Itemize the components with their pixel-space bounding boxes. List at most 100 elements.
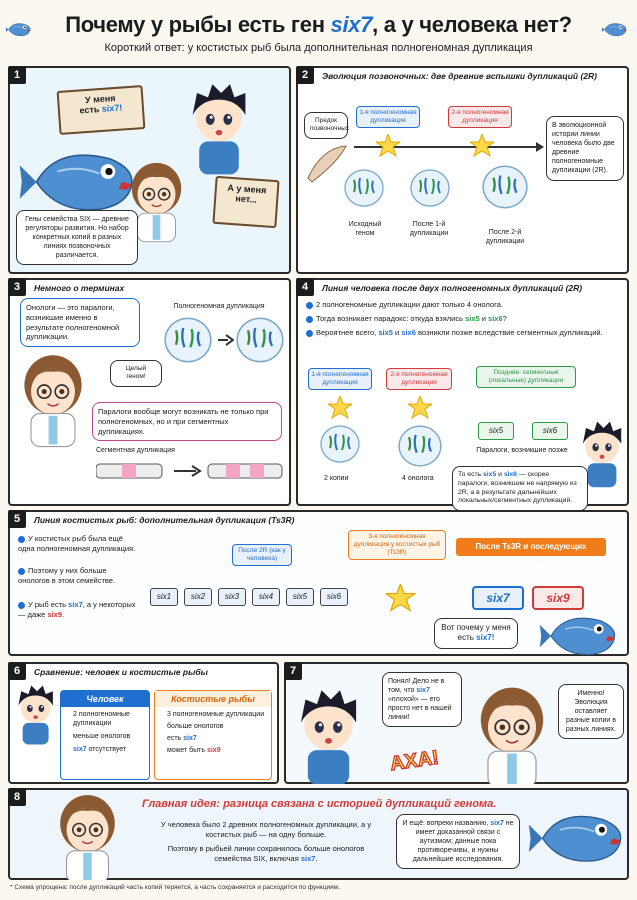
arrow-icon bbox=[218, 334, 234, 346]
gene-six5: six5 bbox=[286, 588, 314, 606]
fish-fact: есть six7 bbox=[167, 735, 197, 743]
six7-gene: six7 bbox=[472, 586, 524, 610]
six9-gene: six9 bbox=[532, 586, 584, 610]
burst-icon bbox=[386, 584, 416, 612]
header: Почему у рыбы есть ген six7, а у человек… bbox=[8, 6, 629, 66]
burst-icon bbox=[328, 396, 352, 419]
ancestor-icon bbox=[307, 145, 347, 183]
human-fact: 2 полногеномные дупликации bbox=[73, 711, 130, 728]
gene-six3: six3 bbox=[218, 588, 246, 606]
burst-icon bbox=[470, 134, 494, 157]
cell-icon bbox=[410, 169, 450, 207]
panel-8: 8 Главная идея: разница связана с истори… bbox=[8, 788, 629, 880]
girl-bubble: Именно!Эволюция оставляет разные копии в… bbox=[558, 684, 624, 740]
main-idea-line-2: Поэтому в рыбьей линии сохранилось больш… bbox=[167, 844, 365, 863]
panel-7: 7 Понял! Дело не в том, что six7 «плохой… bbox=[284, 662, 629, 784]
paralog-conclusion: То есть six5 и six6 — скорее паралоги, в… bbox=[452, 466, 588, 512]
panel-5: 5 Линия костистых рыб: дополнительная ду… bbox=[8, 510, 629, 656]
segmental-label: Сегментная дупликация bbox=[96, 447, 175, 454]
main-idea-headline: Главная идея: разница связана с историей… bbox=[142, 798, 497, 810]
bullet-2: Тогда возникает парадокс: откуда взялись… bbox=[306, 314, 624, 324]
fish-illustration bbox=[18, 154, 133, 211]
ts3r-label: 3-я полногеномная дупликация у костистых… bbox=[348, 530, 446, 561]
paralog-note: Паралоги вообще могут возникать не тольк… bbox=[92, 402, 282, 442]
human-header: Человек bbox=[61, 691, 149, 707]
boy-illustration bbox=[18, 685, 53, 745]
genome-icon bbox=[164, 317, 213, 363]
d1-label: 1-я полногеномная дупликация bbox=[308, 368, 372, 391]
autism-note: И ещё: вопреки названию, six7 не имеет д… bbox=[396, 814, 520, 870]
boy-illustration bbox=[300, 690, 357, 784]
cell-icon bbox=[344, 169, 384, 207]
panel-6: 6 Сравнение: человек и костистые рыбы Че… bbox=[8, 662, 279, 784]
panel-number: 3 bbox=[8, 278, 26, 296]
cell-icon bbox=[398, 425, 442, 467]
six5-gene: six5 bbox=[478, 422, 514, 440]
bullet-3: Вероятнее всего, six5 и six6 возникли по… bbox=[306, 328, 606, 338]
panel-title: Линия человека после двух полногеномных … bbox=[322, 283, 583, 293]
burst-icon bbox=[376, 134, 400, 157]
gene-six4: six4 bbox=[252, 588, 280, 606]
panel-title: Эволюция позвоночных: две древние вспышк… bbox=[322, 71, 597, 81]
label-original: Исходный геном bbox=[348, 221, 382, 238]
onologs-label: 4 онолога bbox=[402, 475, 434, 482]
onolog-definition: Онологи — это паралоги, возникшие именно… bbox=[20, 298, 140, 347]
genome-icon bbox=[236, 317, 284, 363]
panel-number: 1 bbox=[8, 66, 26, 84]
girl-illustration bbox=[479, 686, 545, 784]
fish-fact: больше онологов bbox=[167, 723, 224, 731]
gene-six6: six6 bbox=[320, 588, 348, 606]
label-after-1: После 1-й дупликации bbox=[409, 221, 449, 238]
d2-label: 2-я полногеномная дупликация bbox=[386, 368, 452, 391]
ts3r-text-3: У рыб есть six7, а у некоторых — даже si… bbox=[18, 600, 136, 620]
six6-gene: six6 bbox=[532, 422, 568, 440]
footnote: * Схема упрощена: после дупликаций часть… bbox=[10, 884, 340, 891]
fish-header: Костистые рыбы bbox=[155, 691, 271, 707]
fish-icon bbox=[602, 23, 627, 37]
fish-fact: может быть six9 bbox=[167, 747, 221, 755]
panel-number: 6 bbox=[8, 662, 26, 680]
boy-illustration bbox=[192, 84, 246, 175]
wgd-label: Полногеномная дупликация bbox=[173, 303, 265, 310]
burst-icon bbox=[408, 396, 432, 419]
fish-column: Костистые рыбы 3 полногеномные дупликаци… bbox=[154, 690, 272, 780]
gene-six2: six2 bbox=[184, 588, 212, 606]
panel-title: Немного о терминах bbox=[34, 283, 125, 293]
human-fact: six7 отсутствует bbox=[73, 746, 127, 754]
ts3r-text-1: У костистых рыб была ещё одна полногеном… bbox=[18, 534, 136, 554]
panel-2: 2 Эволюция позвоночных: две древние вспы… bbox=[296, 66, 629, 274]
girl-illustration bbox=[59, 794, 116, 880]
boy-bubble: Понял! Дело не в том, что six7 «плохой» … bbox=[382, 672, 462, 728]
whole-genome-label: Целый геном! bbox=[110, 360, 162, 387]
fish-illustration bbox=[527, 815, 622, 863]
ancestor-label: Предок позвоночных bbox=[304, 112, 349, 139]
panel-title: Сравнение: человек и костистые рыбы bbox=[34, 667, 208, 677]
cell-icon bbox=[482, 165, 528, 209]
main-idea-line-1: У человека было 2 древних полногеномных … bbox=[160, 820, 372, 839]
human-column: Человек 2 полногеномные дупликации меньш… bbox=[60, 690, 150, 780]
page-subtitle: Короткий ответ: у костистых рыб была доп… bbox=[104, 42, 533, 54]
dup2-label: 2-я полногеномная дупликация bbox=[448, 106, 512, 129]
label-after-2: После 2-й дупликации bbox=[485, 229, 525, 246]
panel-number: 2 bbox=[296, 66, 314, 84]
panel-number: 5 bbox=[8, 510, 26, 528]
panel-number: 8 bbox=[8, 788, 26, 806]
panel-3: 3 Немного о терминах Онологи — это парал… bbox=[8, 278, 291, 506]
dup1-label: 1-я полногеномная дупликация bbox=[356, 106, 420, 129]
late-label: Позднее: сегментные (локальные) дупликац… bbox=[476, 366, 576, 389]
page-title: Почему у рыбы есть ген six7, а у человек… bbox=[65, 12, 572, 37]
aha-text: АХА! bbox=[388, 746, 441, 776]
copies-label: 2 копии bbox=[324, 475, 349, 482]
fish-fact: 3 полногеномные дупликации bbox=[167, 711, 265, 718]
paralogs-label: Паралоги, возникшие позже bbox=[476, 447, 568, 454]
fish-bubble: Вот почему у меня есть six7! bbox=[434, 618, 518, 649]
panel-title: Линия костистых рыб: дополнительная дупл… bbox=[34, 515, 295, 525]
ts3r-text-2: Поэтому у них больше онологов в этом сем… bbox=[18, 566, 116, 586]
panel-number: 7 bbox=[284, 662, 302, 680]
gene-six1: six1 bbox=[150, 588, 178, 606]
human-fact: меньше онологов bbox=[73, 733, 131, 741]
fish-illustration bbox=[539, 617, 616, 656]
panel-number: 4 bbox=[296, 278, 314, 296]
